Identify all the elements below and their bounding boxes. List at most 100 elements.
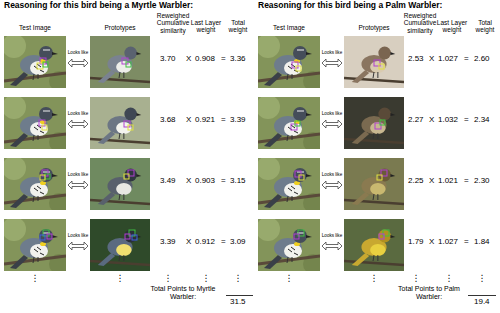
patch-box xyxy=(377,175,382,180)
ellipsis: ⋮ xyxy=(232,273,244,283)
total-value: 3.36 xyxy=(230,54,254,63)
weight-value: 0.921 xyxy=(195,115,221,124)
patch-box xyxy=(124,174,129,179)
similarity-value: 3.70 xyxy=(160,54,184,63)
equals-sign: = xyxy=(221,115,229,124)
weight-value: 0.908 xyxy=(195,54,221,63)
patch-box xyxy=(292,62,298,68)
total-points-label: Total Points to Palm Warbler: xyxy=(396,285,462,301)
patch-box xyxy=(124,121,130,127)
prototype-image xyxy=(90,97,150,149)
ellipsis: ⋮ xyxy=(368,273,380,283)
double-arrow xyxy=(68,120,88,128)
bird-photo xyxy=(2,34,69,91)
patch-box xyxy=(40,175,45,180)
ellipsis: ⋮ xyxy=(29,273,41,283)
bird-photo xyxy=(256,95,323,152)
patch-box xyxy=(122,58,128,64)
ellipsis: ⋮ xyxy=(476,273,488,283)
test-image xyxy=(2,95,69,152)
ellipsis: ⋮ xyxy=(114,273,126,283)
patch-box xyxy=(132,235,137,240)
bird-photo xyxy=(344,36,404,88)
weight-value: 1.032 xyxy=(438,115,464,124)
double-arrow xyxy=(322,242,342,250)
column-header: Test Image xyxy=(259,24,319,31)
test-image xyxy=(2,34,69,91)
multiply-sign: X xyxy=(429,54,437,63)
looks-like-label: Looks like xyxy=(65,233,91,238)
test-image xyxy=(256,34,323,91)
looks-like-label: Looks like xyxy=(65,50,91,55)
similarity-value: 2.25 xyxy=(408,176,432,185)
bird-photo xyxy=(344,158,404,210)
similarity-value: 3.49 xyxy=(160,176,184,185)
weight-value: 1.027 xyxy=(438,237,464,246)
bird-photo xyxy=(90,36,150,88)
column-header: Reweighed Cumulative similarity xyxy=(398,12,442,34)
bird-photo xyxy=(256,217,323,274)
test-image xyxy=(256,95,323,152)
patch-box xyxy=(294,234,299,239)
prototype-image xyxy=(90,36,150,88)
patch-box xyxy=(126,62,131,67)
patch-box xyxy=(295,121,300,126)
equals-sign: = xyxy=(221,54,229,63)
double-arrow xyxy=(68,181,88,189)
multiply-sign: X xyxy=(186,176,194,185)
bird-photo xyxy=(90,219,150,271)
patch-box xyxy=(45,174,50,179)
test-image xyxy=(256,217,323,274)
bird-photo xyxy=(256,156,323,213)
patch-box xyxy=(379,234,384,239)
sum-line xyxy=(226,295,253,296)
bird-photo xyxy=(2,95,69,152)
total-value: 2.34 xyxy=(474,115,498,124)
multiply-sign: X xyxy=(429,115,437,124)
double-arrow xyxy=(68,59,88,67)
test-image xyxy=(2,217,69,274)
ellipsis: ⋮ xyxy=(162,273,174,283)
patch-box xyxy=(291,124,297,130)
multiply-sign: X xyxy=(186,237,194,246)
prototype-image xyxy=(344,219,404,271)
multiply-sign: X xyxy=(429,237,437,246)
double-arrow xyxy=(322,181,342,189)
similarity-value: 2.27 xyxy=(408,115,432,124)
similarity-value: 3.68 xyxy=(160,115,184,124)
weight-value: 1.021 xyxy=(438,176,464,185)
multiply-sign: X xyxy=(186,54,194,63)
panel-title: Reasoning for this bird being a Palm War… xyxy=(258,1,498,11)
bird-photo xyxy=(256,34,323,91)
total-value: 2.30 xyxy=(474,176,498,185)
double-arrows xyxy=(68,59,342,250)
equals-sign: = xyxy=(464,115,472,124)
looks-like-label: Looks like xyxy=(319,111,345,116)
weight-value: 0.912 xyxy=(195,237,221,246)
total-points-value: 31.5 xyxy=(230,297,256,306)
looks-like-label: Looks like xyxy=(319,50,345,55)
prototype-image xyxy=(344,158,404,210)
bird-photo xyxy=(2,156,69,213)
prototype-image xyxy=(90,158,150,210)
double-arrow xyxy=(68,242,88,250)
total-value: 1.84 xyxy=(474,237,498,246)
column-header: Prototypes xyxy=(90,24,150,31)
total-value: 3.09 xyxy=(230,237,254,246)
total-points-label: Total Points to Myrtle Warbler: xyxy=(150,285,216,301)
looks-like-label: Looks like xyxy=(65,111,91,116)
test-image xyxy=(2,156,69,213)
multiply-sign: X xyxy=(186,115,194,124)
prototype-image xyxy=(344,36,404,88)
ellipsis: ⋮ xyxy=(200,273,212,283)
patch-box xyxy=(295,171,301,177)
patch-box xyxy=(125,234,130,239)
prototype-image xyxy=(90,219,150,271)
patch-box xyxy=(128,125,133,130)
patch-box xyxy=(40,235,45,240)
equals-sign: = xyxy=(221,237,229,246)
patch-box xyxy=(380,120,385,125)
total-points-value: 19.4 xyxy=(474,297,500,306)
similarity-value: 2.53 xyxy=(408,54,432,63)
